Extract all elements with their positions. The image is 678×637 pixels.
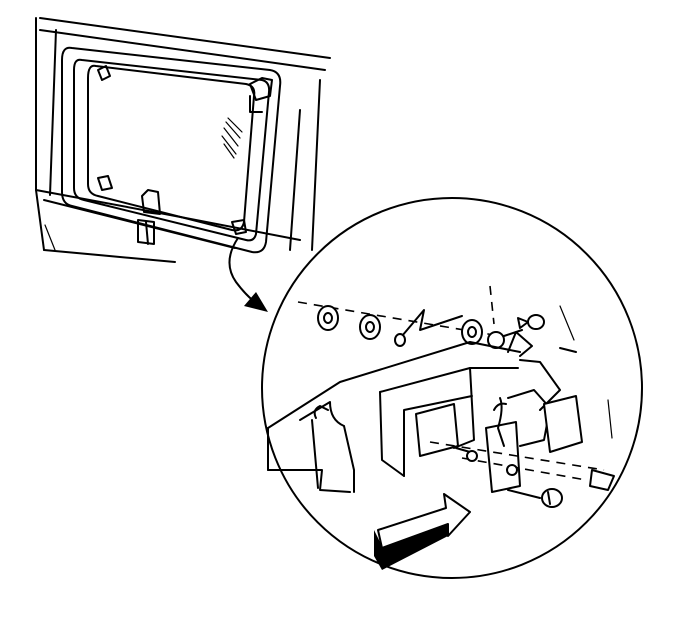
direction-arrow xyxy=(374,493,471,570)
detail-contents xyxy=(267,285,615,570)
spacer-washer-4 xyxy=(506,464,518,476)
bushing xyxy=(394,333,406,347)
latch-bracket xyxy=(485,331,583,493)
bolt-upper xyxy=(455,447,478,462)
detail-callout-arrow xyxy=(228,237,268,312)
window-clip-top-left xyxy=(97,65,111,81)
window-clip-bottom-right xyxy=(231,219,247,235)
retaining-clip xyxy=(589,469,615,491)
sliding-window-frame xyxy=(61,46,282,254)
window-clip-bottom-left xyxy=(97,175,113,191)
screw-top xyxy=(517,314,545,330)
window-frame-rail xyxy=(267,341,521,493)
window-latch-top xyxy=(249,77,273,113)
window-latch xyxy=(137,189,161,245)
window-glass xyxy=(87,64,256,232)
spacer-washer-1 xyxy=(317,305,339,331)
spacer-washer-3 xyxy=(461,319,483,345)
detail-circle xyxy=(261,197,643,579)
bolt-lower xyxy=(507,488,563,508)
spacer-washer-2 xyxy=(359,314,381,340)
